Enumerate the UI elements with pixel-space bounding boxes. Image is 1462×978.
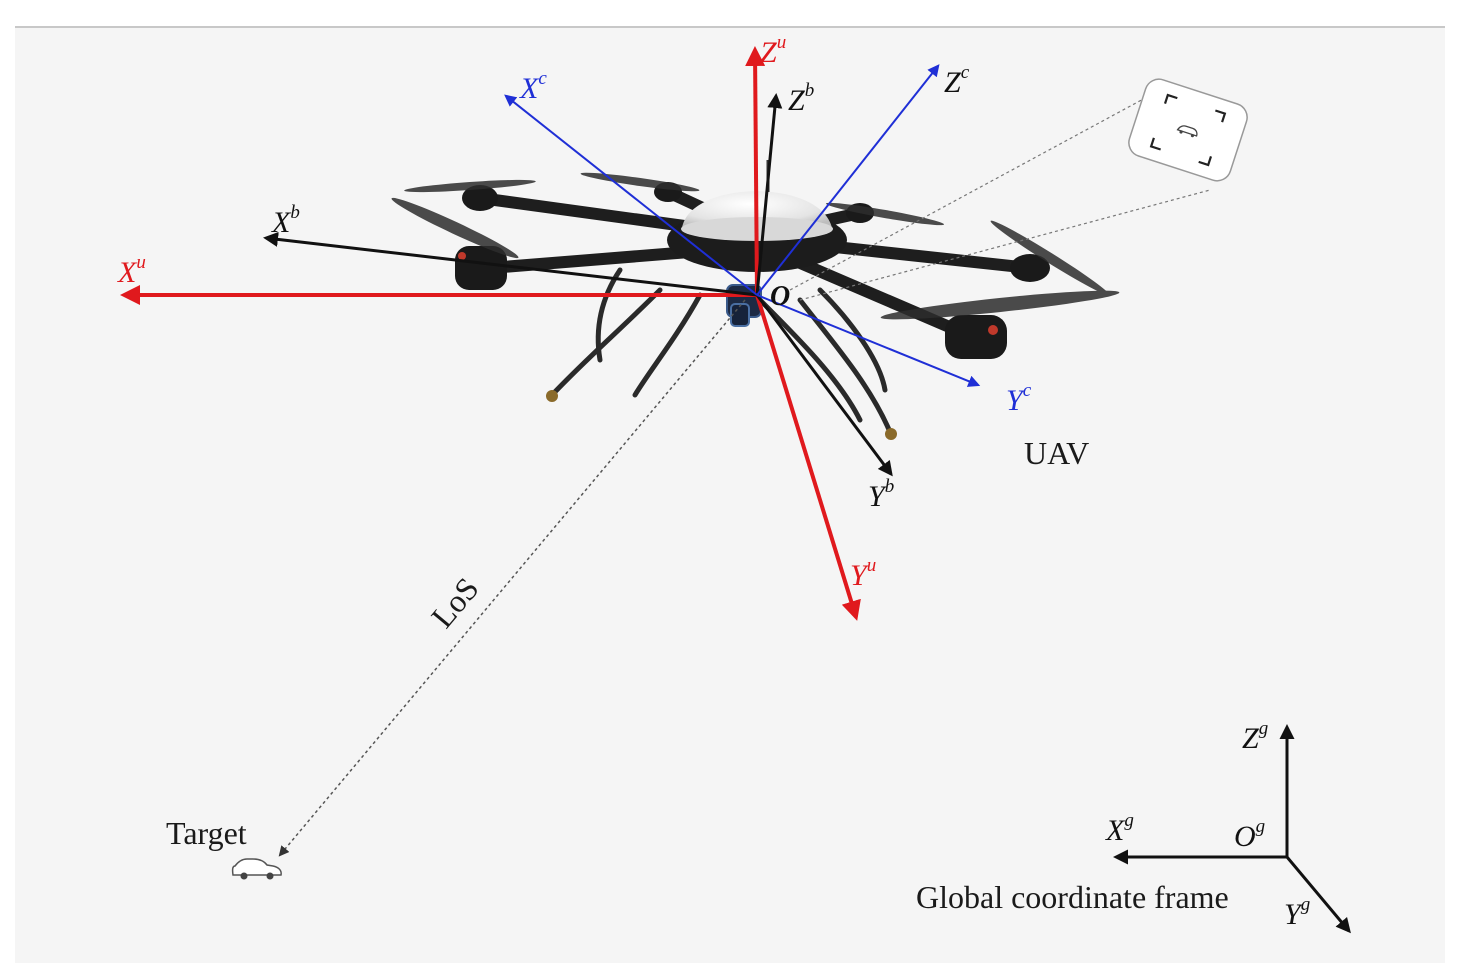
global-y-axis [1285, 856, 1351, 934]
view-ray-lower [799, 189, 1211, 301]
global-x-label: Xg [1105, 810, 1134, 847]
uav-y-label: Yu [850, 555, 876, 592]
view-ray-upper [789, 89, 1161, 291]
camera-x-label: Xc [519, 68, 547, 105]
global-origin-label: Og [1234, 816, 1265, 853]
camera-y-label: Yc [1006, 380, 1032, 417]
global-frame-caption: Global coordinate frame [916, 879, 1229, 915]
uav-z-axis [745, 46, 766, 296]
body-y-axis [755, 294, 893, 477]
uav-frame [120, 46, 861, 621]
global-z-label: Zg [1242, 718, 1268, 755]
line-of-sight [278, 299, 746, 857]
body-frame [263, 93, 893, 477]
uav-x-label: Xu [117, 252, 146, 289]
origin-label: O [770, 281, 790, 312]
car-icon [231, 858, 282, 880]
global-y-label: Yg [1284, 894, 1310, 931]
camera-x-axis [504, 94, 758, 296]
uav-label: UAV [1024, 435, 1089, 471]
diagram-background [15, 28, 1445, 963]
body-y-label: Yb [868, 476, 894, 513]
global-frame [1113, 724, 1351, 934]
camera-z-label: Zc [944, 62, 970, 99]
camera-y-axis [756, 294, 981, 387]
camera-view-car-icon [1176, 125, 1198, 138]
uav-y-axis [755, 294, 861, 621]
uav-z-label: Zu [760, 32, 786, 69]
camera-view-icon [1128, 78, 1248, 182]
body-z-axis [755, 93, 783, 296]
camera-z-axis [756, 64, 940, 296]
camera-frame [504, 64, 981, 387]
target-label: Target [166, 815, 247, 851]
body-z-label: Zb [788, 80, 814, 117]
body-x-axis [263, 231, 758, 297]
body-x-label: Xb [271, 202, 300, 239]
